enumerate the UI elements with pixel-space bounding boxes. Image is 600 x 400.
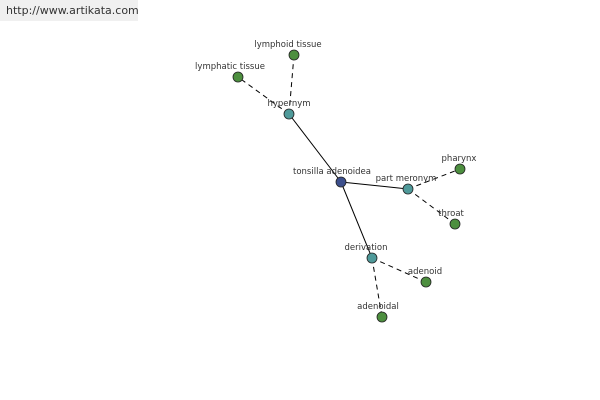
edge-derivation-adenoidal: [371, 257, 383, 318]
site-url-watermark: http://www.artikata.com: [0, 0, 139, 21]
node-part-meronym[interactable]: [402, 183, 414, 195]
label-lymphoid-tissue: lymphoid tissue: [254, 40, 321, 50]
label-pharynx: pharynx: [442, 154, 477, 164]
label-hypernym: hypernym: [267, 99, 310, 109]
edge-hypernym-lymphoid-tissue: [288, 54, 295, 115]
edge-center-part-meronym: [340, 181, 409, 190]
label-adenoid: adenoid: [408, 267, 442, 277]
node-throat[interactable]: [449, 218, 461, 230]
edges-layer: [237, 54, 461, 318]
nodes-layer: [232, 49, 466, 323]
node-lymphoid-tissue[interactable]: [288, 49, 300, 61]
node-center[interactable]: [335, 176, 347, 188]
edge-derivation-adenoid: [371, 257, 427, 283]
label-derivation: derivation: [344, 243, 387, 253]
labels-layer: tonsilla adenoidea hypernym part meronym…: [195, 40, 476, 312]
label-adenoidal: adenoidal: [357, 302, 399, 312]
node-pharynx[interactable]: [454, 163, 466, 175]
edge-part-meronym-throat: [407, 188, 456, 225]
edge-center-derivation: [340, 181, 373, 259]
node-derivation[interactable]: [366, 252, 378, 264]
label-throat: throat: [438, 209, 464, 219]
label-part-meronym: part meronym: [376, 174, 437, 184]
edge-part-meronym-pharynx: [407, 168, 461, 190]
label-lymphatic-tissue: lymphatic tissue: [195, 62, 265, 72]
node-adenoid[interactable]: [420, 276, 432, 288]
node-adenoidal[interactable]: [376, 311, 388, 323]
label-center: tonsilla adenoidea: [293, 167, 371, 177]
node-lymphatic-tissue[interactable]: [232, 71, 244, 83]
edge-center-hypernym: [288, 113, 342, 183]
node-hypernym[interactable]: [283, 108, 295, 120]
edge-hypernym-lymphatic-tissue: [237, 76, 290, 115]
